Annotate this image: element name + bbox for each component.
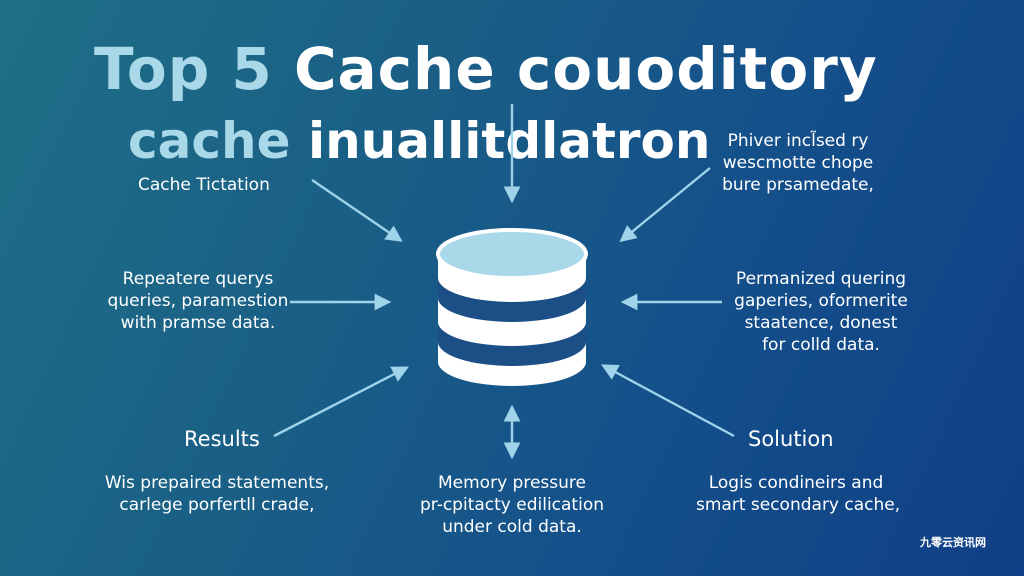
node-top-right: Phiver incl̃sed ry wescmotte chope bure … [716, 130, 880, 196]
node-bottom-center: Memory pressure pr-cpitacty edilication … [412, 472, 612, 538]
node-bottom-center-line: Memory pressure [438, 473, 586, 493]
node-bottom-center-line: pr-cpitacty edilication [420, 495, 604, 515]
title-line-2: cache inuallitdlatron [128, 116, 711, 166]
node-top-left-line: Cache Tictation [138, 175, 270, 195]
node-bottom-left-line: carlege porfertll crade, [119, 495, 315, 515]
node-bottom-left-heading: Results [184, 427, 260, 451]
node-bottom-center-line: under cold data. [442, 517, 582, 537]
node-mid-right-line: gaperies, oformerite [734, 291, 908, 311]
node-bottom-left: Wis prepaired statements, carlege porfer… [96, 472, 338, 516]
node-top-right-line: Phiver incl̃sed ry [727, 131, 869, 151]
node-mid-right-line: staatence, donest [744, 313, 898, 333]
arrow-top-left [311, 179, 403, 242]
arrow-bottom-right [601, 364, 735, 438]
watermark: 九零云资讯网 [920, 536, 986, 549]
node-mid-right: Permanized quering gaperies, oformerite … [730, 268, 912, 356]
database-icon [436, 228, 588, 386]
node-bottom-left-line: Wis prepaired statements, [104, 473, 330, 493]
node-bottom-right: Logis condineirs and smart secondary cac… [696, 472, 901, 516]
node-mid-right-line: for colld data. [762, 335, 880, 355]
title-line-1-main: Cache couoditory [293, 35, 878, 103]
node-bottom-right-line: Logis condineirs and [708, 473, 884, 493]
node-top-left: Cache Tictation [138, 174, 270, 196]
node-mid-left-line: Repeatere querys [122, 269, 274, 289]
title-line-2-lite: cache [128, 112, 308, 170]
node-bottom-right-heading: Solution [748, 427, 834, 451]
arrow-top-right [619, 167, 711, 243]
node-top-right-line: wescmotte chope [722, 153, 874, 173]
node-mid-right-line: Permanized quering [735, 269, 907, 289]
arrow-bottom-left [273, 366, 409, 438]
node-mid-left-line: queries, paramestion [107, 291, 289, 311]
title-line-1-lite: Top 5 [94, 35, 294, 103]
title-line-1: Top 5 Cache couoditory [94, 40, 878, 98]
node-mid-left: Repeatere querys queries, paramestion wi… [100, 268, 296, 334]
title-line-2-main: inuallitdlatron [307, 112, 711, 170]
node-mid-left-line: with pramse data. [120, 313, 276, 333]
node-top-right-line: bure prsamedate, [722, 175, 874, 195]
node-bottom-right-line: smart secondary cache, [696, 495, 901, 515]
